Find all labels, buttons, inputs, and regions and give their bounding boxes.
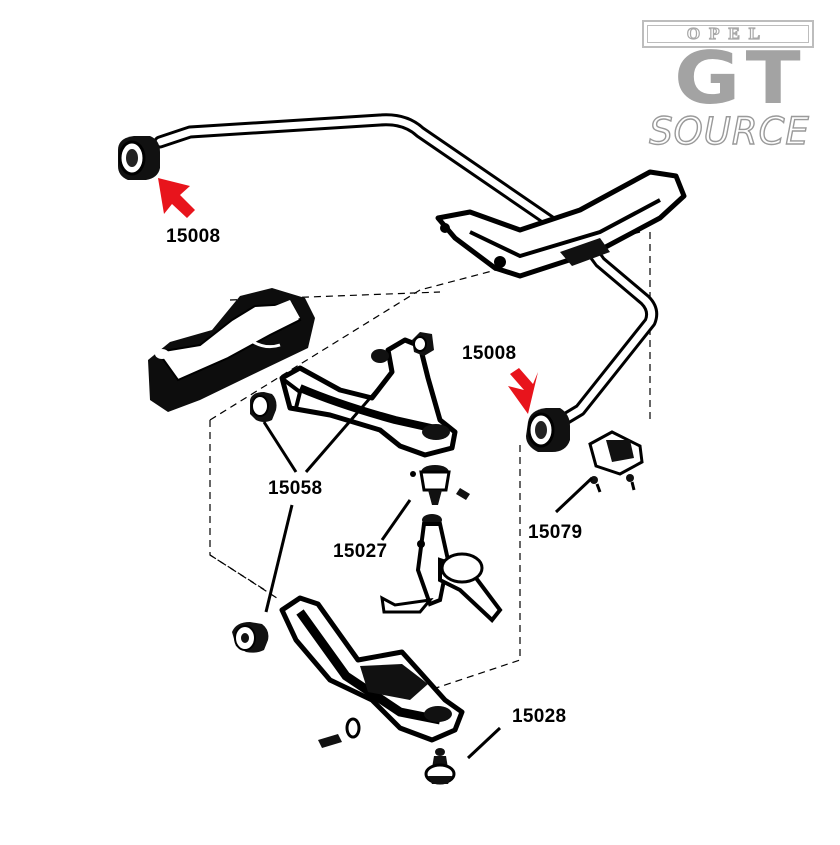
sway-bar-bushing-right xyxy=(526,408,570,452)
logo-source-text: SOURCE xyxy=(648,110,810,153)
lower-arm-bushing xyxy=(232,622,269,653)
sway-bar-mount-bracket xyxy=(588,430,644,493)
part-label-15028: 15028 xyxy=(512,706,567,727)
sway-bar-bushing-left xyxy=(118,136,160,180)
crossmember xyxy=(148,288,315,412)
logo-opel-box: OPEL xyxy=(642,20,814,48)
logo-gt-text: GT xyxy=(674,36,808,120)
logo-opel-text: OPEL xyxy=(647,23,809,44)
part-label-15027: 15027 xyxy=(333,541,388,562)
lower-ball-joint xyxy=(424,748,456,785)
part-label-15008-right: 15008 xyxy=(462,343,517,364)
arrow-right-bushing xyxy=(508,368,538,414)
lower-arm-bolt xyxy=(318,717,361,748)
steering-knuckle xyxy=(380,514,503,623)
part-label-15058: 15058 xyxy=(268,478,323,499)
upper-arm-bushing-rear xyxy=(412,332,434,356)
lower-control-arm xyxy=(279,595,465,743)
upper-ball-joint xyxy=(410,465,470,505)
front-crossmember-bracket xyxy=(435,169,687,279)
leader-lines xyxy=(262,374,594,760)
upper-control-arm xyxy=(279,337,458,458)
upper-arm-bushing-front xyxy=(250,392,277,422)
arrow-left-bushing xyxy=(158,178,195,218)
part-label-15079: 15079 xyxy=(528,522,583,543)
part-label-15008-left: 15008 xyxy=(166,226,221,247)
